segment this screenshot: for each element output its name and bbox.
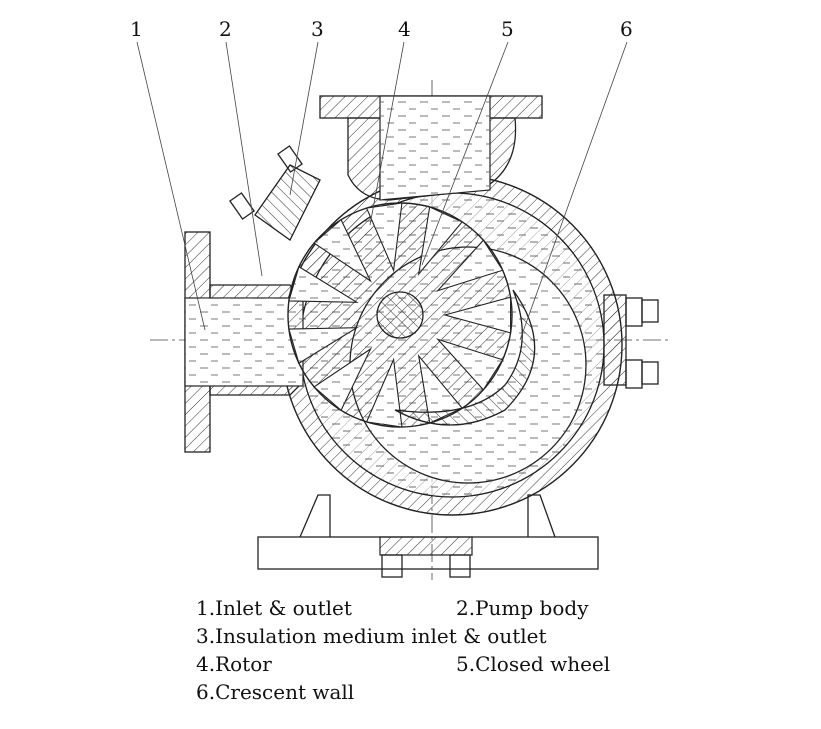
base-bolt-left [381, 554, 403, 578]
callout-4: 4 [398, 17, 411, 41]
rotor-slot-fluid [437, 339, 503, 390]
top-outlet [319, 95, 543, 201]
callout-3: 3 [311, 17, 324, 41]
rotor-slot-fluid [418, 355, 463, 423]
base-bolt-right [449, 554, 471, 578]
shaft [376, 291, 424, 339]
rotor-slot-fluid [288, 327, 357, 364]
rotor-slot-fluid [366, 203, 402, 271]
right-flange [603, 294, 659, 389]
rotor-slot-fluid [437, 240, 503, 291]
left-inlet [184, 231, 304, 453]
callout-1: 1 [130, 17, 143, 41]
rotor-slot-fluid [314, 349, 371, 411]
rotor-slot-fluid [418, 207, 463, 275]
rotor-slot-fluid [445, 297, 511, 333]
callout-numbers: 1 2 3 4 5 6 [130, 17, 633, 41]
rotor-slot-fluid [314, 219, 371, 281]
legend-insulation: 3.Insulation medium inlet & outlet [196, 624, 547, 648]
callout-leaders [136, 41, 628, 341]
base-flange [379, 536, 473, 556]
legend-pump-body: 2.Pump body [456, 596, 589, 620]
legend-rotor: 4.Rotor [196, 652, 272, 676]
insulation-port [229, 145, 321, 241]
callout-5: 5 [501, 17, 514, 41]
callout-6: 6 [620, 17, 633, 41]
legend-inlet-outlet: 1.Inlet & outlet [196, 596, 352, 620]
callout-2: 2 [219, 17, 232, 41]
rotor-slot-fluid [288, 266, 357, 303]
rotor-slot-fluid [366, 359, 402, 427]
legend-crescent-wall: 6.Crescent wall [196, 680, 355, 704]
legend-closed-wheel: 5.Closed wheel [456, 652, 611, 676]
base-feet [257, 494, 599, 578]
rotor [287, 202, 513, 428]
crescent-wall [394, 289, 536, 426]
